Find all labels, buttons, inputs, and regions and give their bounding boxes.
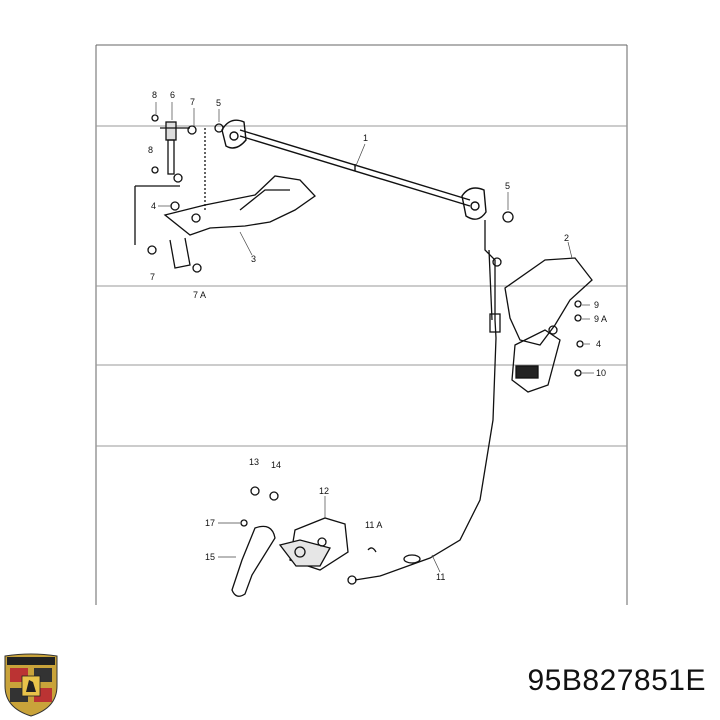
callout-12: 12 [319,486,329,496]
callout-3: 3 [251,254,256,264]
callout-2: 2 [564,233,569,243]
callout-17: 17 [205,518,215,528]
porsche-crest-icon [4,653,58,717]
callout-13: 13 [249,457,259,467]
callout-11: 11 [436,572,445,582]
callout-7a: 7 A [193,290,206,300]
callout-4b: 4 [596,339,601,349]
callout-8: 8 [152,90,157,100]
part-number: 95B827851E [527,664,706,697]
callout-7b: 7 [150,272,155,282]
pedal-assembly-part [231,486,377,597]
callout-6: 6 [170,90,175,100]
bracket-part-2 [502,211,593,393]
callout-labels: 1 2 3 4 4 5 5 6 7 7 7 A 8 8 9 9 A 10 11 … [148,90,607,582]
shaft-part [221,119,487,220]
callout-5b: 5 [505,181,510,191]
callout-5: 5 [216,98,221,108]
callout-4: 4 [151,201,156,211]
callout-11a: 11 A [365,520,382,530]
callout-1: 1 [363,133,368,143]
callout-8b: 8 [148,145,153,155]
callout-9: 9 [594,300,599,310]
callout-14: 14 [271,460,281,470]
callout-9a: 9 A [594,314,607,324]
bracket-part-3 [147,175,316,273]
diagram-frame [95,44,628,605]
callout-7: 7 [190,97,195,107]
callout-15: 15 [205,552,215,562]
cable-part [347,220,502,585]
callout-10: 10 [596,368,606,378]
leader-lines [155,102,594,573]
gas-strut-part [134,114,224,245]
